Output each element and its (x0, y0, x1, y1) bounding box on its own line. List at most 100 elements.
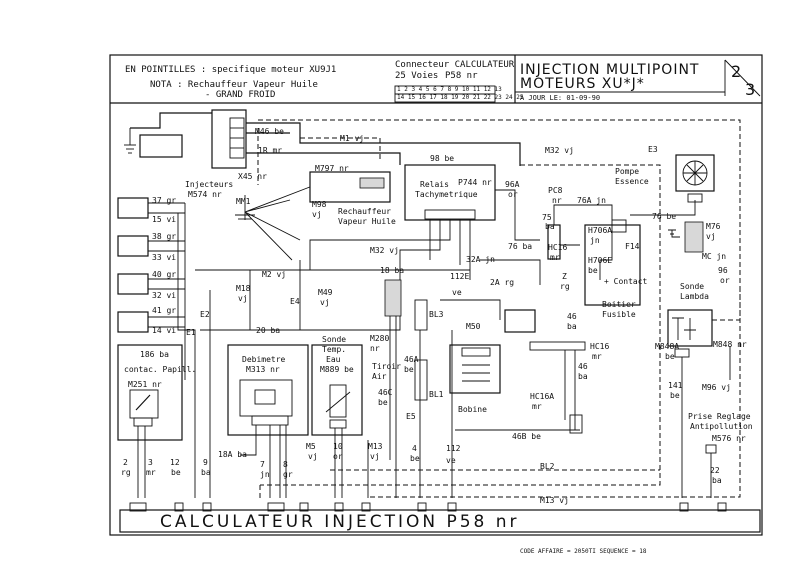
label-pump2: Essence (615, 177, 649, 186)
label-m49-vj: vj (320, 298, 330, 307)
label-112e: 112E (450, 272, 470, 281)
label-141-be: be (670, 391, 680, 400)
label-m280-nr: nr (370, 344, 380, 353)
injector-1 (117, 197, 149, 219)
label-sonde-temp: Sonde (322, 335, 347, 344)
injector-2 (117, 235, 149, 257)
label-injectors: Injecteurs (185, 180, 234, 189)
label-bl3: BL3 (429, 310, 444, 319)
label-relay2: Tachymetrique (415, 190, 478, 199)
label-46a-be: be (404, 365, 414, 374)
label-46-1: 46 (567, 312, 577, 321)
label-m848a-be: be (665, 352, 675, 361)
label-m889: M889 be (320, 365, 354, 374)
label-46-2: 46 (578, 362, 588, 371)
label-m96: M96 vj (702, 383, 731, 392)
label-46-1b: ba (567, 322, 577, 331)
label-w8: 8 (283, 460, 288, 469)
label-hc16a: HC16A (530, 392, 555, 401)
label-lambda: Lambda (680, 292, 709, 301)
label-p744: P744 nr (458, 178, 492, 187)
label-heater2: Vapeur Huile (338, 217, 396, 226)
label-75-ba: ba (545, 222, 555, 231)
label-e4: E4 (290, 297, 300, 306)
page-number: 2 (731, 62, 743, 81)
label-e5: E5 (406, 412, 416, 421)
label-141: 141 (668, 381, 683, 390)
label-m46: M46 be (255, 127, 284, 136)
label-w4: 4 (412, 444, 417, 453)
label-temp: Temp. (322, 345, 347, 354)
label-heater: Rechauffeur (338, 207, 391, 216)
label-33vi: 33 vi (152, 253, 177, 262)
title-line2: MOTEURS XU*J* (520, 76, 645, 92)
label-1r: 1R mr (258, 146, 283, 155)
label-w7-jn: jn (260, 470, 270, 479)
label-pump: Pompe (615, 167, 640, 176)
label-112e-ve: ve (452, 288, 462, 297)
label-w2-rg: rg (121, 468, 131, 477)
label-96a-or: or (508, 190, 518, 199)
label-sonde-lambda: Sonde (680, 282, 705, 291)
pins-row2: 14 15 16 17 18 19 20 21 22 23 24 25 (397, 94, 524, 101)
label-contact: + Contact (604, 277, 648, 286)
label-e2: E2 (200, 310, 210, 319)
label-m32b: M32 vj (370, 246, 399, 255)
label-15vi: 15 vi (152, 215, 177, 224)
x45-connector (211, 109, 247, 169)
tachometric-relay (404, 164, 496, 221)
label-40gr: 40 gr (152, 270, 177, 279)
connector-title: Connecteur CALCULATEUR (395, 60, 515, 70)
label-m76: M76 (706, 222, 721, 231)
label-18a: 18A ba (218, 450, 247, 459)
label-m313: M313 nr (246, 365, 280, 374)
injector-4 (117, 311, 149, 333)
label-h706a: H706A (588, 226, 613, 235)
label-m5-vj: vj (308, 452, 318, 461)
label-debimetre: Debimetre (242, 355, 286, 364)
label-hc16-top: HC16 (548, 243, 568, 252)
label-m13: M13 (368, 442, 383, 451)
label-m280: M280 (370, 334, 390, 343)
battery-box (139, 134, 183, 158)
label-z-rg: rg (560, 282, 570, 291)
label-32vi: 32 vi (152, 291, 177, 300)
label-98be: 98 be (430, 154, 455, 163)
label-w4-be: be (410, 454, 420, 463)
label-m576: M576 nr (712, 434, 746, 443)
label-bobine: Bobine (458, 405, 487, 414)
label-w9: 9 (203, 458, 208, 467)
label-hc16b: HC16 (590, 342, 610, 351)
label-m848: M848 nr (713, 340, 747, 349)
label-46c: 46C (378, 388, 393, 397)
label-m13-vj: vj (370, 452, 380, 461)
ignition-coil (449, 344, 501, 394)
label-37gr: 37 gr (152, 196, 177, 205)
label-76ba: 76 ba (508, 242, 533, 251)
label-76be: 76 be (652, 212, 677, 221)
idle-air-valve (384, 279, 402, 317)
note-cold: - GRAND FROID (205, 90, 276, 100)
label-m32: M32 vj (545, 146, 574, 155)
label-fusible: Fusible (602, 310, 636, 319)
sheet-border (109, 54, 763, 536)
label-m98: M98 (312, 200, 327, 209)
label-boitier: Boitier (602, 300, 636, 309)
label-m5: M5 (306, 442, 316, 451)
label-w8-gr: gr (283, 470, 293, 479)
label-46b: 46B be (512, 432, 541, 441)
label-96-or: or (720, 276, 730, 285)
connector-ref: P58 nr (445, 71, 478, 81)
label-w3: 3 (148, 458, 153, 467)
label-x45: X45 nr (238, 172, 267, 181)
label-w10-or: or (333, 452, 343, 461)
label-w112-ve: ve (446, 456, 456, 465)
label-w112: 112 (446, 444, 461, 453)
label-18ba: 18 ba (380, 266, 405, 275)
label-41gr: 41 gr (152, 306, 177, 315)
label-h706a-jn: jn (590, 236, 600, 245)
connector-ways: 25 Voies (395, 71, 439, 81)
label-m574: M574 nr (188, 190, 222, 199)
label-m76-vj: vj (706, 232, 716, 241)
label-m1: M1 vj (340, 134, 365, 143)
